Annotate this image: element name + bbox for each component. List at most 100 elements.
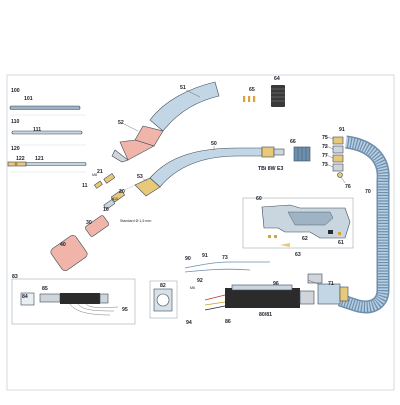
- part-82-hole: [156, 293, 170, 307]
- label-40: 40: [60, 242, 66, 248]
- label-96: 96: [273, 281, 279, 287]
- part-77: [332, 154, 344, 163]
- screw-61c: [338, 232, 341, 235]
- spring-64: [271, 85, 285, 107]
- liner-group: [7, 105, 87, 167]
- box-82: [149, 280, 178, 319]
- label-11: 11: [82, 183, 88, 189]
- label-100: 100: [11, 88, 20, 94]
- handle-box-60: [242, 197, 354, 249]
- handle-60: [261, 204, 351, 247]
- label-21: 21: [97, 169, 103, 175]
- part-75: [332, 136, 344, 145]
- part-85-c: [99, 293, 109, 304]
- label-10: 10: [103, 207, 109, 213]
- part-21: [103, 173, 116, 184]
- box-83: [11, 278, 136, 325]
- connector-nut: [299, 290, 315, 305]
- label-73a: 73: [322, 162, 328, 168]
- label-62: 62: [302, 236, 308, 242]
- part-11: [93, 180, 103, 189]
- label-85: 85: [42, 286, 48, 292]
- neck-51: [111, 81, 220, 163]
- label-77: 77: [322, 153, 328, 159]
- connector-body: [225, 288, 300, 308]
- label-91a: 91: [339, 127, 345, 133]
- part-10: [103, 199, 116, 210]
- liner-111: [11, 130, 83, 135]
- screws-65: [243, 96, 256, 102]
- fittings-column: [332, 136, 344, 178]
- central-connector-80-81: [184, 261, 315, 311]
- liner-122-ring: [14, 162, 18, 166]
- liner-101: [9, 105, 81, 110]
- label-66: 66: [290, 139, 296, 145]
- label-120: 120: [11, 146, 20, 152]
- label-95: 95: [122, 307, 128, 313]
- label-94: 94: [186, 320, 192, 326]
- part-73: [332, 163, 344, 172]
- label-86: 86: [225, 319, 231, 325]
- part-84: [20, 292, 35, 306]
- label-m10: M10: [111, 197, 118, 201]
- label-52: 52: [118, 120, 124, 126]
- diagram-frame: [6, 74, 395, 391]
- screw-61b: [274, 235, 277, 238]
- contact-parts: [50, 173, 136, 271]
- label-73b: 73: [222, 255, 228, 261]
- part-20: [110, 189, 126, 203]
- label-90: 90: [185, 256, 191, 262]
- tip-holder-53: [134, 177, 161, 197]
- label-80-81: 80/81: [259, 312, 272, 318]
- contact-tip-52: [111, 149, 129, 163]
- gas-nozzle-40: [50, 235, 88, 271]
- label-122: 122: [16, 156, 25, 162]
- label-60: 60: [256, 196, 262, 202]
- label-63: 63: [295, 252, 301, 258]
- label-51: 51: [180, 85, 186, 91]
- swan-neck-50: [134, 146, 285, 197]
- label-tbi: TBi 8W E3: [258, 166, 283, 172]
- label-70: 70: [365, 189, 371, 195]
- label-75: 75: [322, 135, 328, 141]
- label-83: 83: [12, 274, 18, 280]
- label-65: 65: [249, 87, 255, 93]
- label-71: 71: [328, 281, 334, 287]
- part-30: [85, 215, 109, 237]
- label-m8: M8: [92, 173, 97, 177]
- part-63: [280, 243, 290, 247]
- label-110: 110: [11, 119, 19, 125]
- part-85-a: [39, 293, 61, 303]
- label-64: 64: [274, 76, 280, 82]
- label-92: 92: [197, 278, 203, 284]
- part-76: [337, 172, 343, 178]
- label-76: 76: [345, 184, 351, 190]
- label-101: 101: [24, 96, 33, 102]
- label-82: 82: [160, 283, 166, 289]
- label-53: 53: [137, 174, 143, 180]
- label-61: 61: [338, 240, 344, 246]
- label-30: 30: [86, 220, 92, 226]
- part-66: [293, 146, 311, 162]
- label-72: 72: [322, 144, 328, 150]
- screw-61a: [268, 235, 271, 238]
- label-111: 111: [33, 127, 41, 133]
- part-71: [307, 273, 349, 305]
- label-84: 84: [22, 294, 28, 300]
- label-50: 50: [211, 141, 217, 147]
- leader-lines: [123, 89, 346, 285]
- liner-121: [25, 162, 87, 166]
- label-standard: Standard Ø 1,5 mm: [120, 219, 151, 223]
- label-20: 20: [119, 189, 125, 195]
- label-91b: 91: [202, 253, 208, 259]
- hose-70: [337, 135, 390, 314]
- swan-neck-thread: [273, 148, 285, 156]
- gas-nozzle-52-front: [119, 139, 155, 161]
- trigger-62: [328, 230, 333, 234]
- assembly-83: [20, 292, 119, 316]
- swan-neck-connector: [261, 146, 275, 158]
- label-121: 121: [35, 156, 44, 162]
- part-72: [332, 145, 344, 154]
